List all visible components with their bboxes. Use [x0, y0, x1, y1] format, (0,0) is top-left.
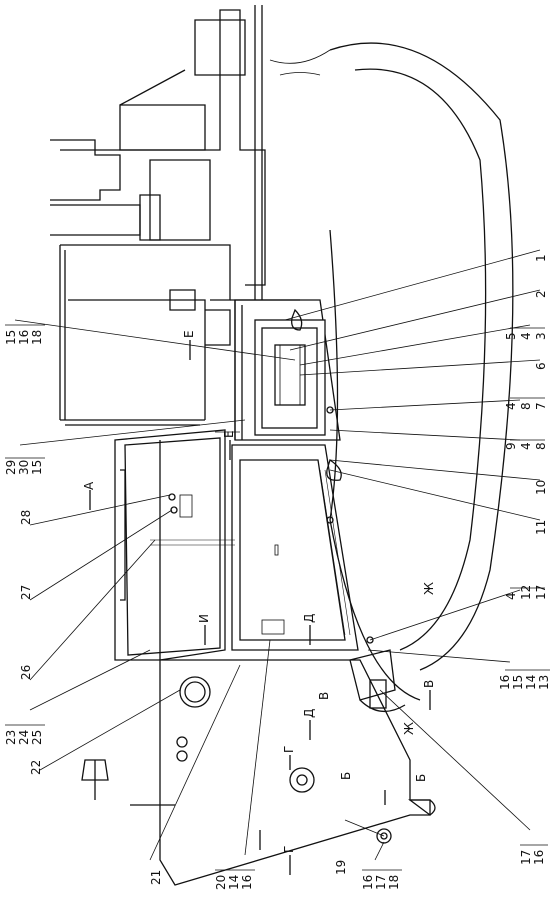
- callout-25: 25: [30, 730, 44, 745]
- callout-13: 13: [537, 675, 551, 690]
- view-mark-d1: Д: [302, 709, 316, 718]
- callout-18b: 18: [387, 875, 401, 890]
- callout-24: 24: [17, 730, 31, 745]
- callout-7: 7: [534, 402, 548, 410]
- callout-17a: 17: [534, 585, 548, 600]
- callout-19: 19: [334, 860, 348, 875]
- callout-20: 20: [214, 875, 228, 890]
- section-arrows: [89, 340, 431, 875]
- view-mark-b2: Б: [414, 774, 428, 782]
- callout-17b: 17: [374, 875, 388, 890]
- view-mark-e1: Е: [222, 430, 236, 438]
- callout-16a: 16: [498, 675, 512, 690]
- callout-29: 29: [4, 460, 18, 475]
- callout-15c: 15: [30, 460, 44, 475]
- callout-14b: 14: [227, 875, 241, 890]
- callout-16e: 16: [532, 850, 546, 865]
- callout-30: 30: [17, 460, 31, 475]
- callout-15a: 15: [511, 675, 525, 690]
- view-mark-e: Е: [182, 330, 196, 338]
- callout-16d: 16: [361, 875, 375, 890]
- view-mark-g2: Г: [282, 846, 296, 853]
- callout-12: 12: [519, 585, 533, 600]
- callout-8b: 8: [534, 442, 548, 450]
- callout-1: 1: [534, 254, 548, 262]
- callout-4d: 4: [504, 592, 518, 600]
- callout-11: 11: [534, 520, 548, 535]
- callout-16c: 16: [240, 875, 254, 890]
- callout-4a: 4: [519, 332, 533, 340]
- callout-22: 22: [29, 760, 43, 775]
- view-mark-v2: В: [422, 680, 436, 688]
- front-plate: [81, 649, 436, 886]
- callout-3: 3: [534, 332, 548, 340]
- callout-4c: 4: [519, 442, 533, 450]
- view-marks: А Е Е И Д Д Ж Ж В В Г Г Б Б: [82, 330, 436, 853]
- cab-structure: [50, 5, 514, 701]
- view-mark-zh2: Ж: [402, 722, 416, 735]
- callout-14a: 14: [524, 675, 538, 690]
- side-box: [114, 429, 240, 661]
- callout-9: 9: [504, 442, 518, 450]
- view-mark-i: И: [197, 614, 211, 623]
- callout-4b: 4: [504, 402, 518, 410]
- callout-labels: 1 2 3 4 5 6 7 8 4 8 4 9 10 11 17 12 4 13…: [4, 254, 551, 890]
- view-mark-g: Г: [282, 746, 296, 753]
- callout-8a: 8: [519, 402, 533, 410]
- callout-21: 21: [149, 870, 163, 885]
- view-mark-d: Д: [302, 614, 316, 623]
- upper-box: [234, 299, 374, 644]
- callout-15b: 15: [4, 330, 18, 345]
- callout-28: 28: [19, 510, 33, 525]
- callout-23: 23: [4, 730, 18, 745]
- callout-26: 26: [19, 665, 33, 680]
- leader-lines: [14, 249, 541, 861]
- callout-18a: 18: [30, 330, 44, 345]
- view-mark-a: А: [82, 481, 96, 490]
- lower-box: [231, 444, 359, 651]
- callout-6: 6: [534, 362, 548, 370]
- callout-10: 10: [534, 480, 548, 495]
- callout-bars: [5, 324, 550, 871]
- callout-5: 5: [504, 332, 518, 340]
- callout-2: 2: [534, 290, 548, 298]
- callout-16b: 16: [17, 330, 31, 345]
- view-mark-v: В: [317, 692, 331, 700]
- callout-27: 27: [19, 585, 33, 600]
- view-mark-zh: Ж: [422, 582, 436, 595]
- view-mark-b: Б: [339, 772, 353, 780]
- callout-17c: 17: [519, 850, 533, 865]
